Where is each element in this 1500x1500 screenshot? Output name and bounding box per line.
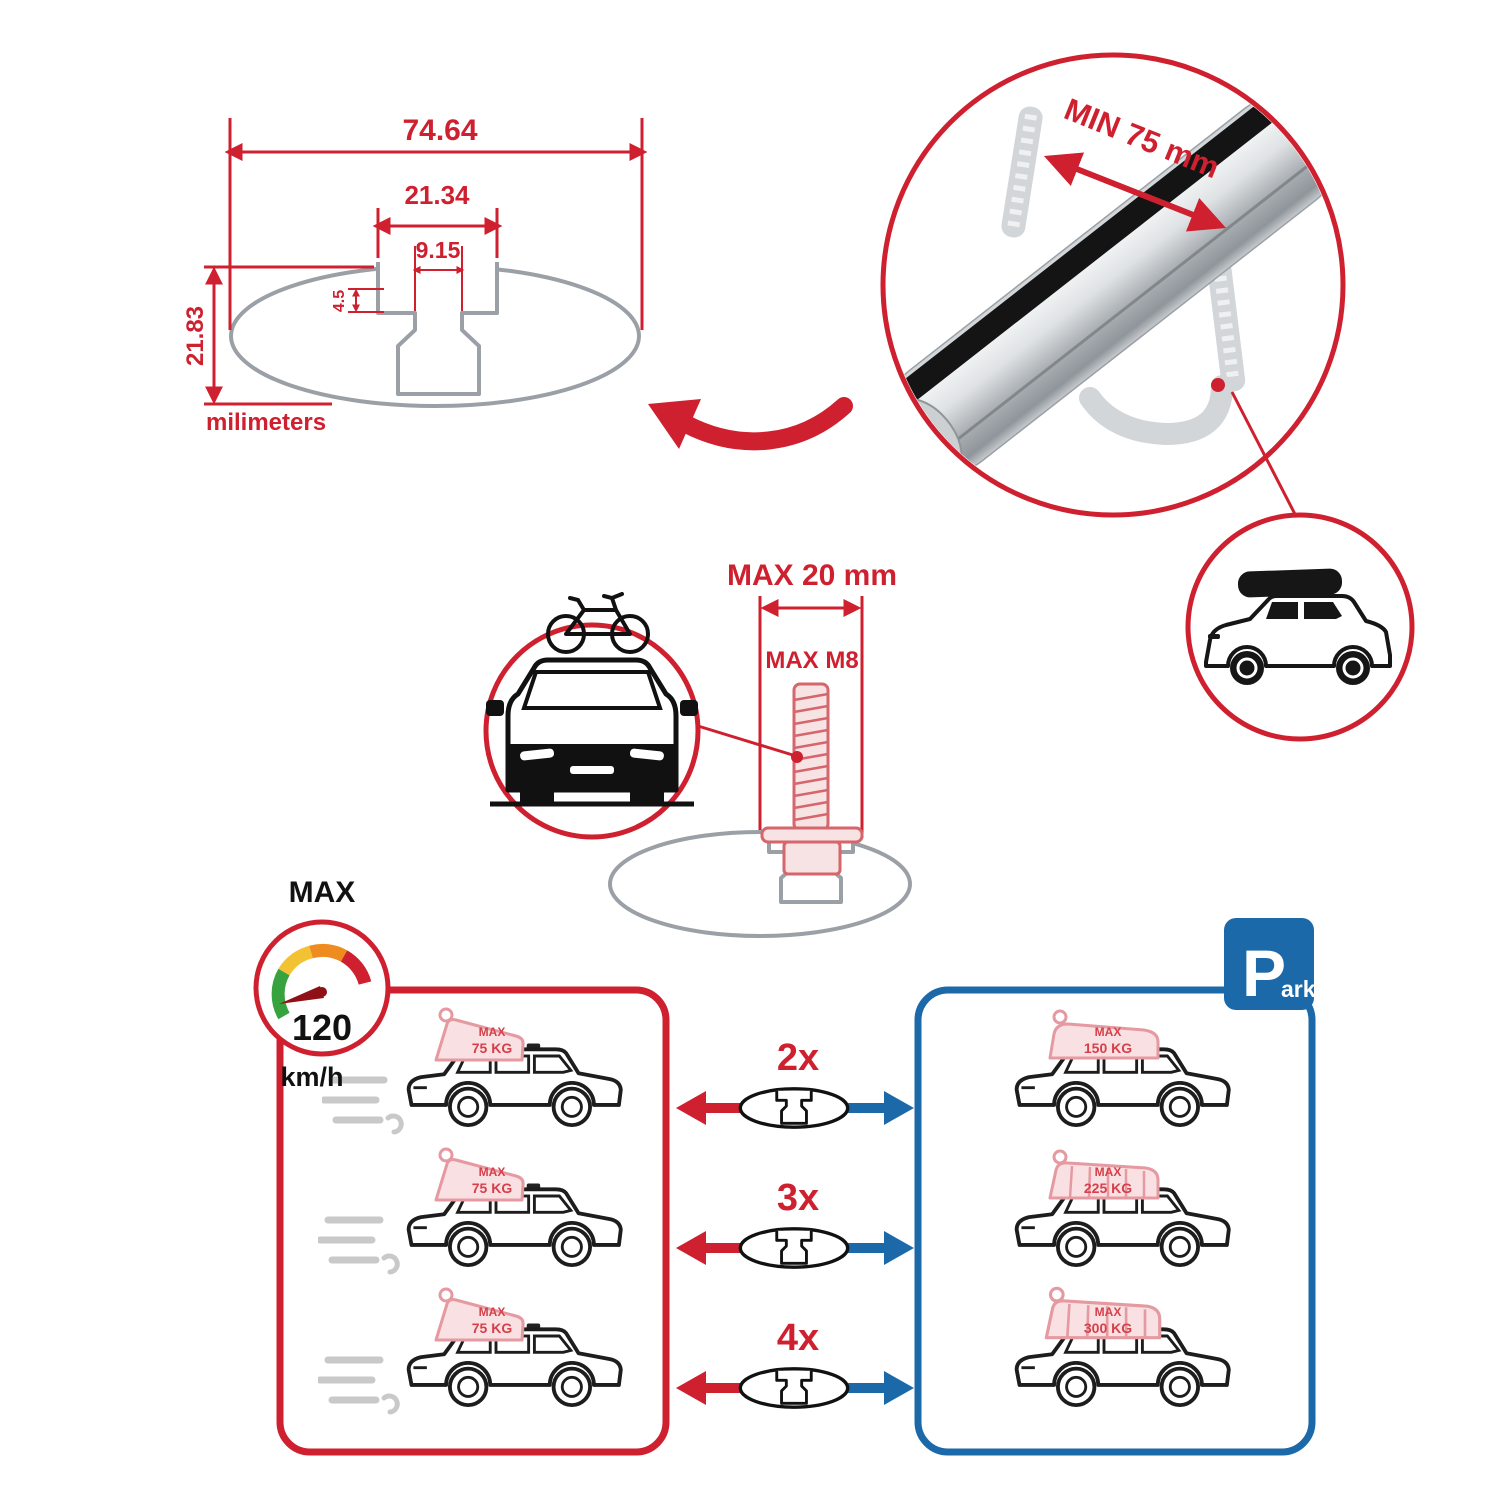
right-arrow-head	[884, 1091, 914, 1125]
driving-car-row-1: MAX 75 KG	[324, 1007, 623, 1132]
profile-ellipse-ghost	[608, 830, 912, 938]
roof-load-value: 150 KG	[1084, 1040, 1132, 1056]
roof-load-max-label: MAX	[1095, 1025, 1122, 1039]
fitment-row-4x: 4x	[676, 1317, 914, 1409]
roof-load-max-label: MAX	[1095, 1165, 1122, 1179]
dim-channel-width-label: 9.15	[416, 237, 461, 263]
roof-load-value: 300 KG	[1084, 1320, 1132, 1336]
parked-car-row-3: MAX 300 KG	[1014, 1286, 1231, 1408]
bolt-max-length-label: MAX 20 mm	[727, 559, 897, 592]
gauge-value: 120	[292, 1007, 352, 1048]
roof-load-max-label: MAX	[479, 1305, 506, 1319]
driving-car-row-2: MAX 75 KG	[320, 1147, 623, 1272]
dim-profile-height-label: 21.83	[182, 306, 209, 366]
bolt-max-thread-label: MAX M8	[765, 647, 858, 674]
units-label: milimeters	[206, 409, 326, 436]
bar-profile-icon	[738, 1087, 850, 1129]
left-arrow-head	[676, 1091, 706, 1125]
dim-total-width-label: 74.64	[402, 114, 477, 147]
bolt-diagram: MAX 20 mm MAX M8	[608, 559, 912, 938]
roof-load-value: 225 KG	[1084, 1180, 1132, 1196]
parked-car-row-1: MAX 150 KG	[1014, 1009, 1231, 1128]
bar-profile-icon	[738, 1227, 850, 1269]
roof-load-value: 75 KG	[472, 1040, 513, 1056]
fitment-row-3x: 3x	[676, 1177, 914, 1269]
driving-car-row-3: MAX 75 KG	[320, 1287, 623, 1412]
quantity-label: 3x	[777, 1177, 819, 1219]
right-arrow-head	[884, 1371, 914, 1405]
parking-panel: MAX 150 KG MAX 225 KG MAX 300 KG	[914, 986, 1316, 1456]
bike-icon	[546, 592, 650, 654]
quantity-label: 4x	[777, 1317, 819, 1359]
dim-lip-height-label: 4.5	[331, 290, 348, 312]
gauge-units: km/h	[280, 1062, 343, 1092]
parking-sign: P ark	[1224, 918, 1316, 1010]
cross-section-diagram: 74.64 21.34 9.15 4.5 21.83 milimeters	[182, 114, 853, 451]
bar-render-circle: MIN 75 mm	[880, 52, 1346, 518]
speed-limit-gauge: MAX 120 km/h	[253, 876, 391, 1092]
gauge-needle	[279, 986, 324, 1004]
bolt-point-dot	[791, 751, 803, 763]
quantity-label: 2x	[777, 1037, 819, 1079]
fitment-rows: 2x 3x 4x	[676, 1037, 914, 1409]
roof-load-max-label: MAX	[479, 1165, 506, 1179]
left-arrow-head	[676, 1371, 706, 1405]
dim-opening-width-label: 21.34	[404, 180, 470, 210]
bar-profile-slot-fill	[378, 262, 497, 394]
fitment-row-2x: 2x	[676, 1037, 914, 1129]
right-arrow-head	[884, 1231, 914, 1265]
bar-profile-icon	[738, 1367, 850, 1409]
suv-roofbox-circle	[1185, 391, 1415, 742]
roof-load-value: 75 KG	[472, 1180, 513, 1196]
bolt-icon	[760, 682, 864, 876]
parking-sign-suffix: ark	[1281, 976, 1316, 1002]
parking-sign-board	[1224, 918, 1314, 1010]
pointer-arrow	[648, 397, 853, 451]
parked-car-row-2: MAX 225 KG	[1014, 1149, 1231, 1268]
left-arrow-head	[676, 1231, 706, 1265]
gauge-max-label: MAX	[289, 876, 356, 909]
car-bike-circle	[483, 592, 803, 840]
roof-load-max-label: MAX	[1095, 1305, 1122, 1319]
suv-with-roofbox-icon	[1204, 568, 1392, 685]
roof-load-value: 75 KG	[472, 1320, 513, 1336]
car-front-icon	[486, 657, 698, 807]
parking-sign-letter: P	[1242, 936, 1286, 1010]
roof-load-max-label: MAX	[479, 1025, 506, 1039]
bar-profile-slot	[376, 262, 499, 396]
clamp-point-dot	[1211, 378, 1225, 392]
driving-panel: MAX 75 KG MAX 75 KG MAX 75 KG	[276, 986, 670, 1456]
